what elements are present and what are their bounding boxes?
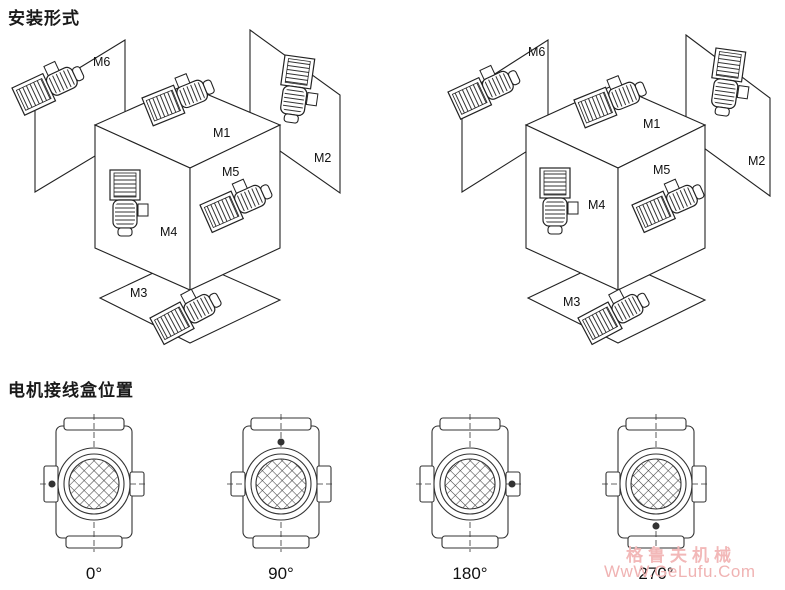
label-m3-left: M3 [130,286,147,300]
watermark-text: 格鲁夫机械 [626,546,736,566]
terminal-box-view [40,414,148,552]
label-m2-right: M2 [748,154,765,168]
label-m5-right: M5 [653,163,670,177]
label-m1-right: M1 [643,117,660,131]
angle-label-270: 270° [638,564,674,583]
label-m6-right: M6 [528,45,545,59]
watermark-url: WwW.GeLufu.Com [604,562,756,581]
terminal-box-views [40,414,710,552]
angle-label-90: 90° [268,564,294,583]
heading-mounting-positions: 安装形式 [8,9,80,29]
label-m6-left: M6 [93,55,110,69]
label-m5-left: M5 [222,165,239,179]
heading-terminal-box-position: 电机接线盒位置 [8,381,134,401]
terminal-box-view [602,414,710,552]
terminal-box-view [227,414,335,552]
label-m2-left: M2 [314,151,331,165]
terminal-box-view [416,414,524,552]
label-m4-left: M4 [160,225,177,239]
label-m4-right: M4 [588,198,605,212]
angle-label-0: 0° [85,564,103,583]
angle-label-180: 180° [452,564,488,583]
label-m3-right: M3 [563,295,580,309]
label-m1-left: M1 [213,126,230,140]
